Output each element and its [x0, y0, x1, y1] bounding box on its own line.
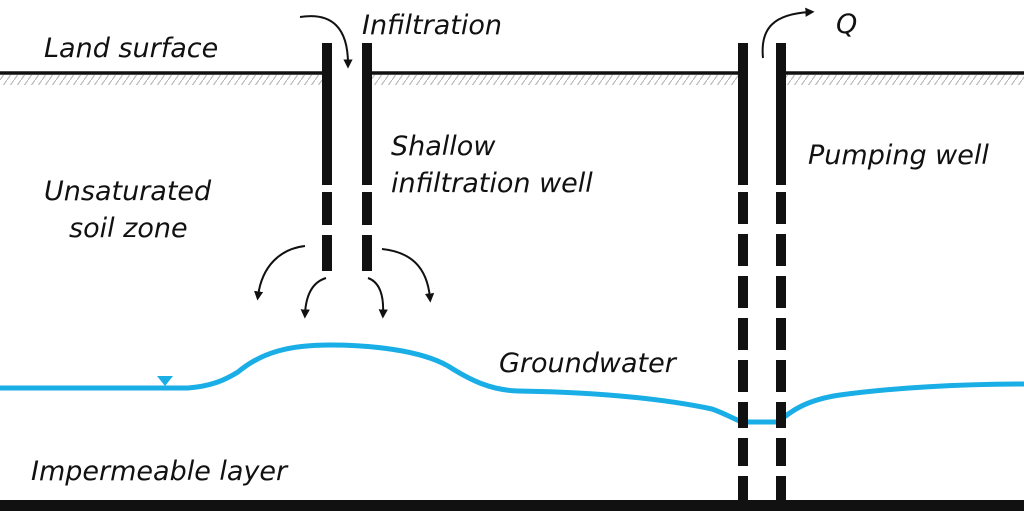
water-table-marker	[157, 376, 173, 386]
ground-hatching	[0, 75, 1024, 85]
label-groundwater: Groundwater	[499, 348, 678, 379]
spread-arrow-icon-inner-right	[367, 277, 388, 319]
groundwater-table	[0, 342, 1024, 425]
spread-arrow-icon-outer-right	[381, 248, 435, 303]
label-shallow-line1: Shallow	[391, 131, 496, 162]
label-shallow-line2: infiltration well	[391, 168, 593, 199]
discharge-arrow-icon	[761, 7, 815, 59]
label-pumping-well: Pumping well	[808, 140, 989, 171]
label-infiltration: Infiltration	[362, 10, 502, 41]
label-unsaturated-line2: soil zone	[69, 213, 188, 244]
label-impermeable-layer: Impermeable layer	[31, 456, 289, 487]
label-land-surface: Land surface	[44, 33, 218, 64]
spread-arrow-icon-inner-left	[300, 277, 327, 319]
infiltration-spread-arrows	[254, 245, 435, 319]
impermeable-layer-line	[0, 500, 1024, 511]
label-q: Q	[836, 9, 857, 40]
spread-arrow-icon-outer-left	[254, 245, 306, 301]
pumping-well	[738, 43, 786, 500]
label-unsaturated-line1: Unsaturated	[44, 176, 212, 207]
shallow-infiltration-well	[322, 43, 372, 271]
infiltration-arrow-icon	[299, 15, 353, 69]
